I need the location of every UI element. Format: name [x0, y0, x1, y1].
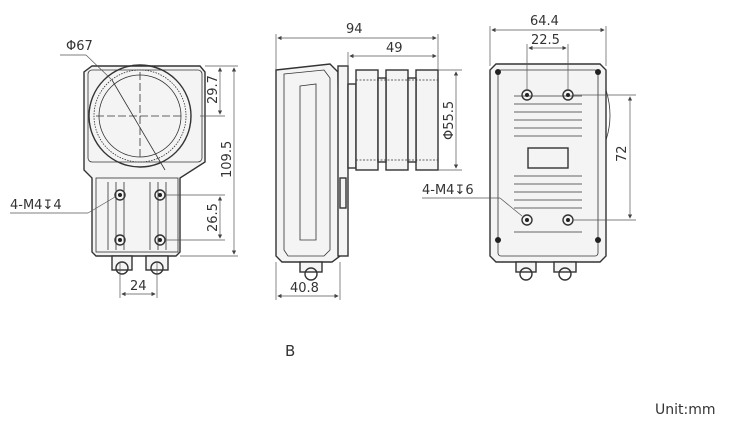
front-fins [107, 182, 167, 250]
back-view: 64.4 22.5 72 4-M4↧6 [422, 14, 636, 281]
side-depth-label: 40.8 [290, 281, 319, 296]
front-height-lower-label: 26.5 [206, 203, 221, 232]
front-diameter-label: Φ67 [66, 39, 93, 54]
front-height-top-label: 29.7 [206, 75, 221, 104]
unit-label: Unit:mm [655, 402, 716, 418]
back-fins [514, 95, 582, 233]
front-connectors [111, 255, 169, 275]
figure-caption: B [285, 342, 295, 360]
back-connectors [515, 261, 577, 281]
front-width-bottom-label: 24 [130, 279, 147, 294]
back-thread-label: 4-M4↧6 [422, 183, 474, 198]
front-thread-label: 4-M4↧4 [10, 198, 62, 213]
back-width-holes-label: 22.5 [531, 33, 560, 48]
side-view: 94 49 Φ55.5 40.8 [275, 22, 462, 300]
back-label-plate [527, 147, 569, 169]
back-width-total-label: 64.4 [530, 14, 559, 29]
side-length-total-label: 94 [346, 22, 363, 37]
lens-rings [355, 69, 439, 171]
front-height-total-label: 109.5 [220, 141, 235, 178]
front-view: Φ67 29.7 109.5 26.5 24 4-M4↧4 [10, 39, 238, 298]
side-length-lens-label: 49 [386, 41, 403, 56]
side-lens-diameter-label: Φ55.5 [442, 101, 457, 140]
back-height-holes-label: 72 [615, 145, 630, 162]
